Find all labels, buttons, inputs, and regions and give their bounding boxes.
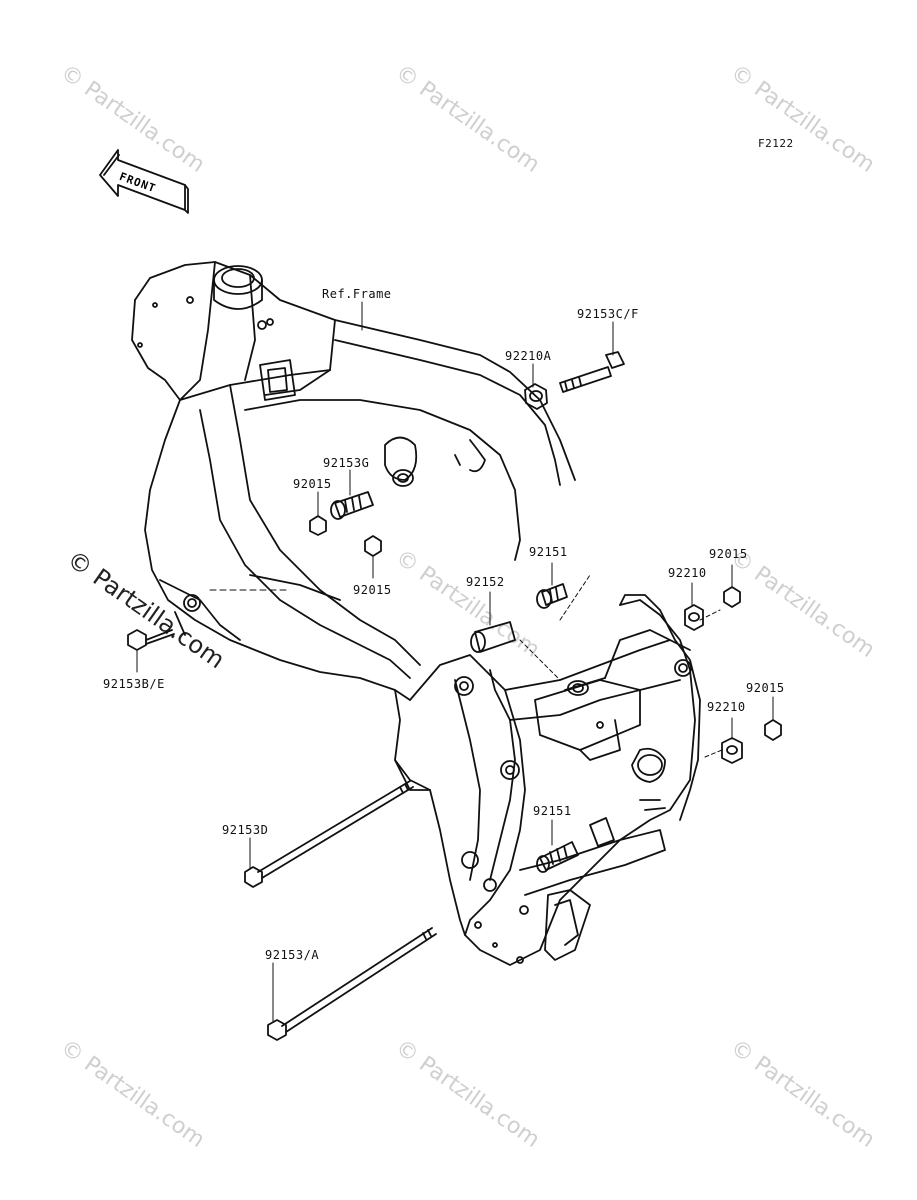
label-ref-frame: Ref.Frame [322, 287, 392, 301]
label-92210-lower: 92210 [707, 700, 746, 714]
label-92015-center: 92015 [353, 583, 392, 597]
label-92153d: 92153D [222, 823, 269, 837]
label-92153a: 92153/A [265, 948, 320, 962]
label-92153be: 92153B/E [103, 677, 165, 691]
front-arrow-icon [99, 149, 189, 214]
label-92152: 92152 [466, 575, 505, 589]
label-92151-bottom: 92151 [533, 804, 572, 818]
leader-lines [136, 301, 774, 1022]
frame-outline [131, 261, 576, 791]
parts [127, 351, 782, 1041]
label-92153cf: 92153C/F [577, 307, 639, 321]
label-92210a: 92210A [505, 349, 552, 363]
label-92210-upper: 92210 [668, 566, 707, 580]
label-92015-upper: 92015 [293, 477, 332, 491]
figure-code: F2122 [758, 137, 794, 150]
label-92153g: 92153G [323, 456, 370, 470]
label-92151-top: 92151 [529, 545, 568, 559]
label-92015-right-upper: 92015 [709, 547, 748, 561]
label-92015-right-lower: 92015 [746, 681, 785, 695]
cradle-outline [394, 594, 701, 966]
